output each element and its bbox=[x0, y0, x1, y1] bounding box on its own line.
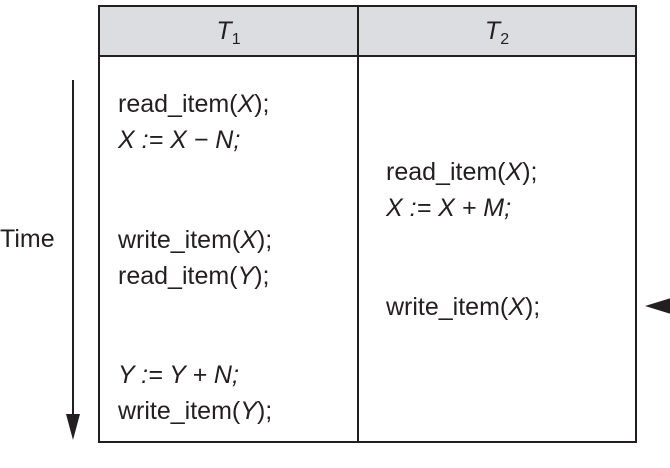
time-axis-line bbox=[72, 80, 74, 420]
t1-op-compute-x: X := X − N; bbox=[118, 126, 241, 154]
t2-op-compute-x: X := X + M; bbox=[386, 194, 512, 222]
t1-op-write-x: write_item(X); bbox=[118, 226, 273, 254]
table-header-background bbox=[98, 5, 636, 56]
header-letter: T bbox=[484, 17, 501, 45]
table-border-top bbox=[98, 5, 636, 7]
t1-op-write-y: write_item(Y); bbox=[118, 397, 273, 425]
t2-op-write-x: write_item(X); bbox=[386, 293, 541, 321]
header-subscript: 2 bbox=[500, 31, 510, 48]
header-letter: T bbox=[216, 17, 232, 45]
t2-op-read-x: read_item(X); bbox=[386, 158, 538, 186]
arrow-left-icon bbox=[645, 298, 670, 314]
t1-op-compute-y: Y := Y + N; bbox=[118, 361, 239, 389]
table-border-right bbox=[635, 5, 637, 443]
arrow-down-icon bbox=[66, 414, 80, 440]
t1-op-read-x: read_item(X); bbox=[118, 90, 270, 118]
t1-op-read-y: read_item(Y); bbox=[118, 262, 270, 290]
table-header-divider bbox=[98, 55, 636, 57]
table-border-left bbox=[98, 5, 100, 443]
column-header-t2: T2 bbox=[359, 14, 635, 48]
column-divider bbox=[357, 5, 359, 443]
header-subscript: 1 bbox=[231, 31, 241, 48]
table-border-bottom bbox=[98, 441, 636, 443]
column-header-t1: T1 bbox=[100, 14, 357, 48]
time-label: Time bbox=[0, 225, 55, 253]
